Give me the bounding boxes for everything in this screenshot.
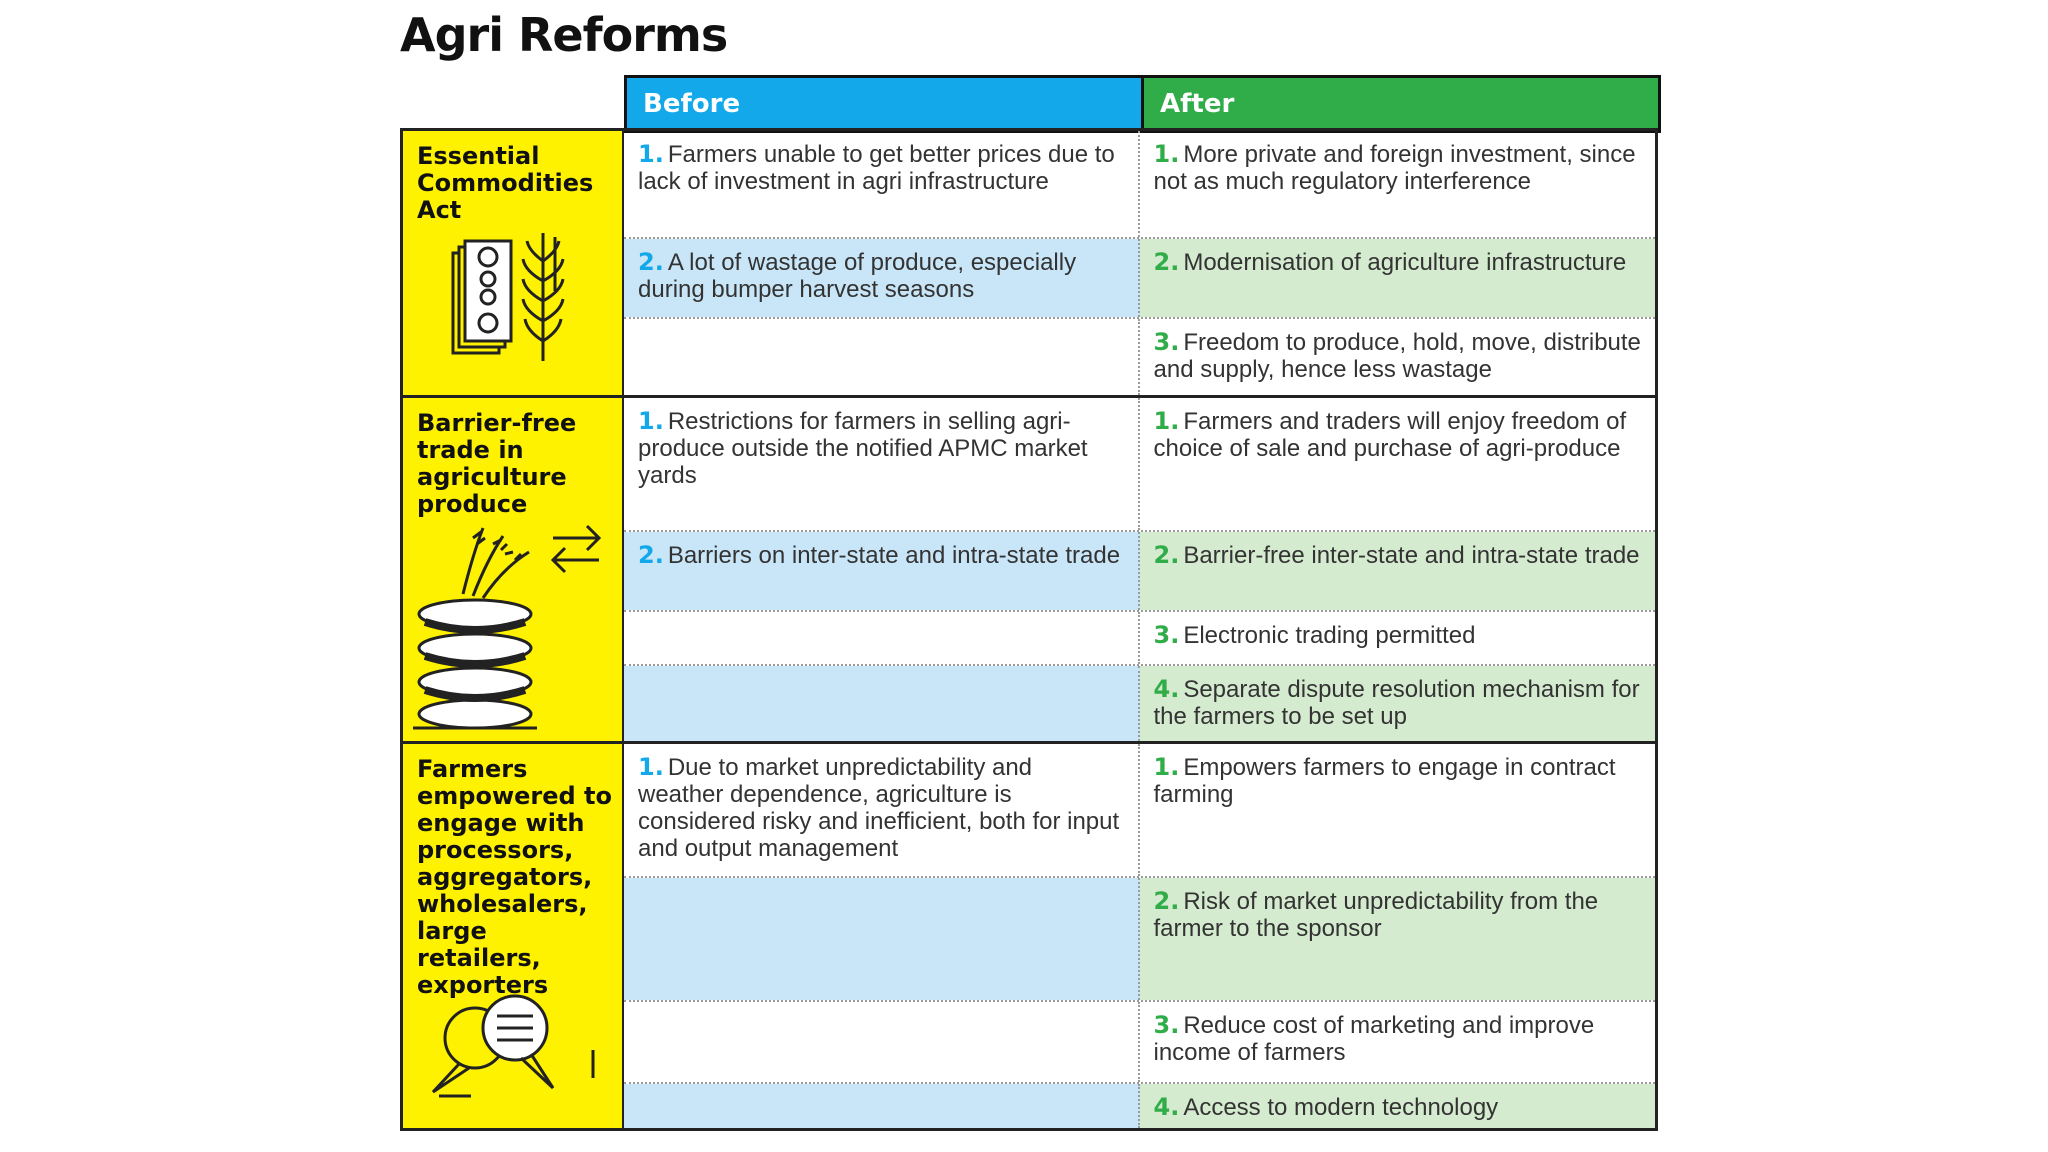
item-number: 2. — [638, 541, 664, 569]
item-text: Modernisation of agriculture infrastruct… — [1183, 249, 1627, 276]
item-text: Reduce cost of marketing and improve inc… — [1153, 1012, 1595, 1066]
speech-bubbles-icon — [403, 992, 622, 1117]
before-cell — [624, 666, 1140, 741]
item-number: 3. — [1153, 1011, 1180, 1039]
item-text: Risk of market unpredictability from the… — [1153, 888, 1599, 942]
after-cell: 4.Access to modern technology — [1139, 1084, 1655, 1128]
section-essential-commodities: Essential Commodities Act — [403, 131, 1655, 395]
after-cell: 4.Separate dispute resolution mechanism … — [1139, 666, 1655, 741]
item-text: Farmers unable to get better prices due … — [638, 141, 1115, 195]
after-cell: 2.Risk of market unpredictability from t… — [1139, 878, 1655, 1000]
section-barrier-free-trade: Barrier-free trade in agriculture produc… — [403, 395, 1655, 741]
section-rows: 1.Farmers unable to get better prices du… — [624, 131, 1655, 395]
item-number: 1. — [638, 753, 664, 781]
section-label: Barrier-free trade in agriculture produc… — [417, 409, 577, 518]
table-row: 1.Farmers unable to get better prices du… — [624, 131, 1655, 237]
before-cell: 2.Barriers on inter-state and intra-stat… — [624, 532, 1140, 610]
after-header: After — [1141, 75, 1661, 133]
table-row: 4.Separate dispute resolution mechanism … — [624, 664, 1655, 741]
after-cell: 3.Freedom to produce, hold, move, distri… — [1140, 319, 1656, 395]
section-farmers-empowered: Farmers empowered to engage with process… — [403, 741, 1655, 1128]
before-cell — [624, 612, 1140, 664]
table-row: 3.Freedom to produce, hold, move, distri… — [624, 317, 1655, 395]
table-row: 4.Access to modern technology — [624, 1082, 1655, 1128]
before-cell: 1.Farmers unable to get better prices du… — [624, 131, 1140, 237]
before-cell — [624, 878, 1140, 1000]
after-cell: 1.Empowers farmers to engage in contract… — [1140, 744, 1656, 876]
item-text: Empowers farmers to engage in contract f… — [1153, 754, 1616, 808]
money-wheat-icon — [403, 231, 622, 396]
item-number: 1. — [1153, 753, 1180, 781]
item-text: More private and foreign investment, sin… — [1153, 141, 1636, 195]
item-text: Barrier-free inter-state and intra-state… — [1183, 542, 1640, 569]
item-text: Restrictions for farmers in selling agri… — [638, 408, 1088, 489]
after-cell: 2.Modernisation of agriculture infrastru… — [1139, 239, 1655, 317]
after-cell: 1.More private and foreign investment, s… — [1140, 131, 1656, 237]
item-number: 1. — [638, 140, 664, 168]
reforms-table: Essential Commodities Act — [400, 128, 1658, 1131]
section-label: Essential Commodities Act — [417, 142, 594, 224]
item-number: 4. — [1153, 675, 1180, 703]
grain-sacks-exchange-icon — [403, 514, 622, 739]
section-label-cell: Essential Commodities Act — [403, 131, 624, 395]
column-headers: Before After — [624, 75, 1661, 133]
before-cell — [624, 1084, 1140, 1128]
item-text: Separate dispute resolution mechanism fo… — [1153, 676, 1640, 730]
after-cell: 3.Electronic trading permitted — [1140, 612, 1656, 664]
item-number: 1. — [638, 407, 664, 435]
section-label: Farmers empowered to engage with process… — [417, 755, 613, 999]
item-text: Access to modern technology — [1183, 1094, 1499, 1121]
after-cell: 3.Reduce cost of marketing and improve i… — [1140, 1002, 1656, 1082]
before-cell — [624, 1002, 1140, 1082]
table-row: 2.Barriers on inter-state and intra-stat… — [624, 530, 1655, 610]
table-row: 2.A lot of wastage of produce, especiall… — [624, 237, 1655, 317]
item-number: 3. — [1153, 328, 1180, 356]
table-row: 3.Reduce cost of marketing and improve i… — [624, 1000, 1655, 1082]
item-number: 1. — [1153, 140, 1180, 168]
item-number: 4. — [1153, 1093, 1180, 1121]
before-header: Before — [624, 75, 1141, 133]
item-text: A lot of wastage of produce, especially … — [638, 249, 1077, 303]
before-cell: 1.Restrictions for farmers in selling ag… — [624, 398, 1140, 530]
after-cell: 1.Farmers and traders will enjoy freedom… — [1140, 398, 1656, 530]
section-rows: 1.Due to market unpredictability and wea… — [624, 744, 1655, 1128]
item-text: Farmers and traders will enjoy freedom o… — [1153, 408, 1627, 462]
table-row: 2.Risk of market unpredictability from t… — [624, 876, 1655, 1000]
item-text: Freedom to produce, hold, move, distribu… — [1153, 329, 1641, 383]
table-row: 3.Electronic trading permitted — [624, 610, 1655, 664]
before-cell: 1.Due to market unpredictability and wea… — [624, 744, 1140, 876]
item-number: 2. — [638, 248, 664, 276]
item-number: 3. — [1153, 621, 1180, 649]
table-row: 1.Restrictions for farmers in selling ag… — [624, 398, 1655, 530]
section-label-cell: Farmers empowered to engage with process… — [403, 744, 624, 1128]
item-number: 2. — [1153, 541, 1180, 569]
item-text: Electronic trading permitted — [1183, 622, 1476, 649]
section-label-cell: Barrier-free trade in agriculture produc… — [403, 398, 624, 741]
after-cell: 2.Barrier-free inter-state and intra-sta… — [1139, 532, 1655, 610]
page-title: Agri Reforms — [400, 8, 728, 62]
table-row: 1.Due to market unpredictability and wea… — [624, 744, 1655, 876]
before-cell: 2.A lot of wastage of produce, especiall… — [624, 239, 1140, 317]
item-text: Barriers on inter-state and intra-state … — [667, 542, 1121, 569]
item-number: 1. — [1153, 407, 1180, 435]
item-number: 2. — [1153, 248, 1180, 276]
before-cell — [624, 319, 1140, 395]
item-text: Due to market unpredictability and weath… — [638, 754, 1120, 862]
section-rows: 1.Restrictions for farmers in selling ag… — [624, 398, 1655, 741]
item-number: 2. — [1153, 887, 1180, 915]
